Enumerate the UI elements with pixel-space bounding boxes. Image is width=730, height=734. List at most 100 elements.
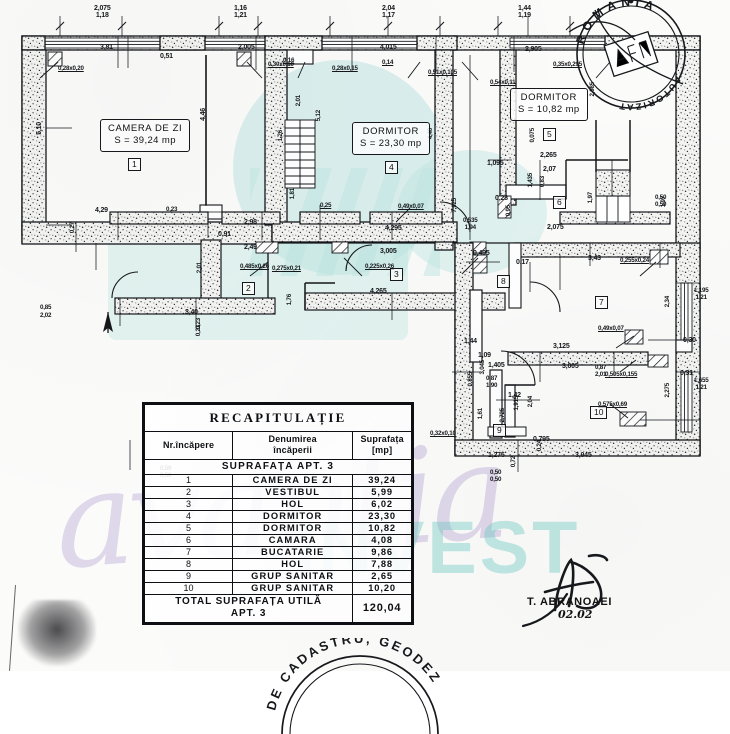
dimension-text: 0,35x0,295 — [553, 61, 582, 68]
dimension-text: 0,275x0,21 — [272, 265, 301, 272]
table-row: 6 CAMARA 4,08 — [143, 533, 412, 547]
dimension-text: 1,915 — [513, 396, 520, 411]
floor-plan-linework — [21, 16, 701, 472]
dimension-text: 0,28 — [495, 195, 508, 202]
table-row: 7 BUCATARIE 9,86 — [143, 545, 412, 559]
dimension-text: 2,905 — [525, 46, 542, 53]
cell-name: CAMARA — [232, 533, 354, 547]
dimension-text: 1,97 — [587, 192, 594, 204]
dimension-text: 3,43 — [588, 255, 601, 262]
room-number-marker: 10 — [590, 406, 608, 419]
room-area: S = 10,82 mp — [518, 103, 580, 115]
dimension-text: 0,28x0,15 — [332, 65, 358, 72]
dimension-text: 1,61 — [477, 408, 484, 420]
dimension-text: 0,27 — [69, 222, 76, 234]
dimension-text: 2,04 — [527, 396, 534, 408]
table-row: 5 DORMITOR 10,82 — [143, 521, 412, 535]
dimension-text: 0,14 — [382, 59, 394, 66]
cell-number: 5 — [143, 521, 234, 535]
cell-area: 5,99 — [352, 485, 412, 499]
dimension-text: 0,575x0,69 — [598, 401, 627, 408]
handwritten-signature — [521, 553, 609, 628]
cell-number: 4 — [143, 509, 234, 523]
cell-number: 1 — [143, 473, 234, 487]
dimension-text: 0,91 — [218, 231, 231, 238]
dimension-text: 2,07 — [543, 166, 556, 173]
dimension-text: 1,81 — [289, 188, 296, 200]
dimension-text: 1,44 — [464, 338, 477, 345]
room-number-marker: 2 — [242, 282, 255, 295]
dimension-text: 0,16 — [283, 57, 295, 64]
dimension-text: 3,005 — [562, 363, 579, 370]
room-area: S = 39,24 mp — [114, 134, 176, 146]
table-title: RECAPITULAȚIE — [144, 404, 412, 432]
table-row: 4 DORMITOR 23,30 — [143, 509, 412, 523]
dimension-text: 2,02 — [40, 312, 52, 319]
dimension-text: 0,23 — [195, 325, 202, 337]
dimension-text: 1,26 — [277, 130, 284, 142]
dimension-text: 2,265 — [540, 152, 557, 159]
dimension-text: 0,72 — [510, 456, 517, 468]
dimension-text: 0,85 — [40, 304, 52, 311]
cell-name: HOL — [232, 497, 354, 511]
dimension-text: 0,51 — [160, 53, 173, 60]
cell-number: 10 — [143, 581, 234, 595]
dimension-text: 3,005 — [380, 248, 397, 255]
total-value: 120,04 — [352, 593, 412, 623]
dimension-text: 0,51x0,105 — [428, 69, 457, 76]
room-label-camera-de-zi: CAMERA DE ZI S = 39,24 mp — [100, 119, 191, 152]
dimension-text: 0,795 — [533, 436, 550, 443]
cell-name: CAMERA DE ZI — [232, 473, 354, 487]
cell-area: 9,86 — [352, 545, 412, 559]
dimension-text: 2,49 — [244, 244, 257, 251]
cell-area: 4,08 — [352, 533, 412, 547]
dimension-text: 2,98 — [244, 219, 257, 226]
dimension-text: 2,275 — [664, 383, 671, 398]
cell-name: GRUP SANITAR — [232, 569, 354, 583]
table-row: 8 HOL 7,88 — [143, 557, 412, 571]
dimension-text: 0,485x0,26 — [240, 263, 269, 270]
dimension-text: 0,31 — [680, 370, 693, 377]
room-number-marker: 3 — [390, 268, 403, 281]
table-row: 3 HOL 6,02 — [143, 497, 412, 511]
table-row: 9 GRUP SANITAR 2,65 — [143, 569, 412, 583]
cell-area: 2,65 — [352, 569, 412, 583]
cell-number: 6 — [143, 533, 234, 547]
dimension-text: 3,045 — [479, 360, 486, 375]
room-name: DORMITOR — [520, 92, 577, 103]
dimension-text: 0,23 — [166, 206, 178, 213]
dimension-text: 0,075 — [529, 128, 536, 143]
dimension-text: 3,045 — [575, 452, 592, 459]
dimension-text: 4,29 — [95, 207, 108, 214]
dimension-text: 0,54x0,11 — [490, 79, 516, 86]
room-label-dormitor-4: DORMITOR S = 23,30 mp — [352, 122, 430, 155]
cell-area: 7,88 — [352, 557, 412, 571]
dimension-text: 2,005 — [238, 44, 255, 51]
dimension-text: 1,42 — [508, 392, 521, 399]
dimension-text: 7,925 — [451, 198, 458, 213]
dimension-text: 4,265 — [370, 288, 387, 295]
dimension-text: 0,25 — [320, 202, 332, 209]
room-area: S = 23,30 mp — [360, 137, 422, 149]
dimension-text: 4,015 — [380, 44, 397, 51]
room-number-marker: 6 — [553, 196, 566, 209]
table-subheader: SUPRAFAȚA APT. 3 — [144, 458, 412, 475]
dimension-text: 0,505x0,155 — [605, 371, 638, 378]
cell-name: VESTIBUL — [232, 485, 354, 499]
dimension-text: 2,34 — [664, 296, 671, 308]
dimension-text: 4,295 — [385, 225, 402, 232]
dimension-text: 2,725 — [499, 408, 506, 423]
cell-number: 3 — [143, 497, 234, 511]
dimension-text: 2,075 — [547, 224, 564, 231]
